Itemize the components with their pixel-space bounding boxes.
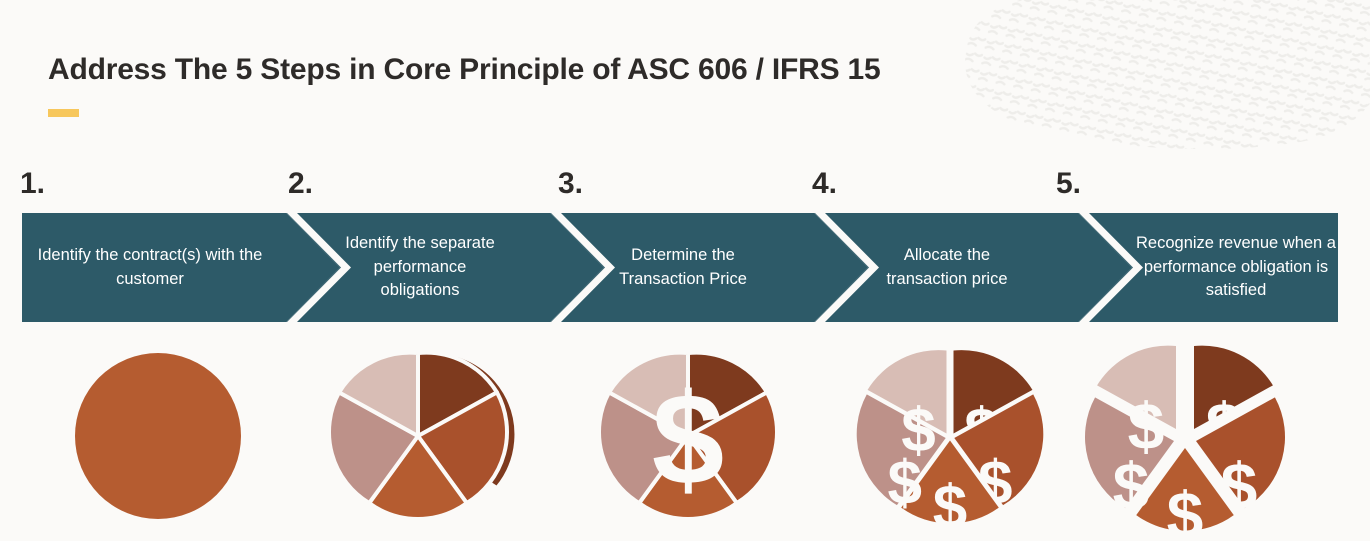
icon-slot-1 [58,336,258,536]
step-number-1: 1. [20,167,46,200]
dollar-sign-glyph: $ [1113,449,1150,523]
title-accent-underline [48,109,79,117]
arrow-shape-step-1 [22,213,340,322]
dollar-sign-glyph: $ [1167,478,1204,536]
icon-slot-2 [318,336,518,536]
pie-whole-icon [75,353,241,519]
dollar-sign-glyph: $ [933,474,967,537]
dollar-sign-glyph: $ [887,449,921,518]
exploded-slice-group: $ $ $ $ $ [856,350,1044,541]
page-title: Address The 5 Steps in Core Principle of… [48,53,881,86]
arrow-band-shapes [22,213,1338,322]
pie-five-slices-dollar-icon: $ [597,350,779,521]
step-number-2: 2. [288,167,314,200]
dollar-sign-glyph: $ [1128,389,1165,463]
pie-exploded-dollars-icon: $ $ $ $ $ [856,350,1044,541]
arrow-shape-step-3 [550,213,868,322]
pie-exploded-wide-dollars-icon: $ $ $ $ $ [1084,345,1286,541]
header: Address The 5 Steps in Core Principle of… [48,52,881,117]
step-number-5: 5. [1056,167,1082,200]
step-number-3: 3. [558,167,584,200]
dollar-sign-glyph: $ [901,397,935,466]
step-number-4: 4. [812,167,838,200]
icon-slot-5: $ $ $ $ $ [1080,336,1290,541]
arrow-shape-step-5 [1078,213,1338,322]
pie-five-slices-icon [327,349,518,521]
arrow-shape-step-2 [286,213,604,322]
arrow-shape-step-4 [814,213,1132,322]
icon-slot-4: $ $ $ $ $ [850,336,1050,541]
dollar-sign-glyph: $ [652,366,724,512]
icon-slot-3: $ [588,336,788,536]
step-icons-row: $ $ $ $ $ [0,336,1370,541]
